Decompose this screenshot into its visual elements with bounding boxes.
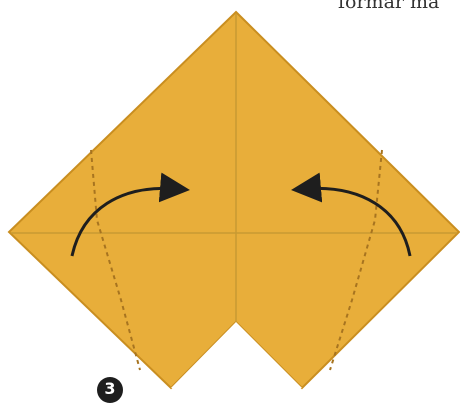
step-number-badge: 3 [97,377,123,403]
instruction-caption: formar ma [338,0,460,13]
